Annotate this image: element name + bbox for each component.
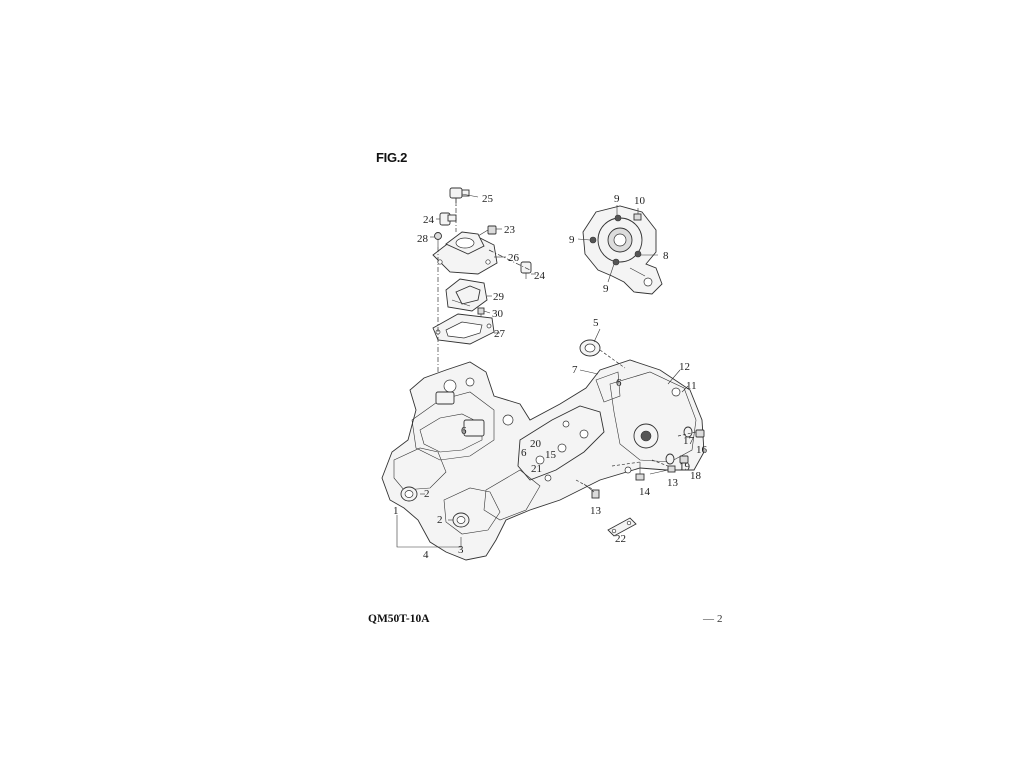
callout-19: 19 <box>679 461 691 473</box>
callout-6a: 6 <box>616 377 622 389</box>
callout-2b: 2 <box>437 514 443 526</box>
callout-7: 7 <box>572 364 578 376</box>
part-25-fitting <box>449 187 470 206</box>
callout-21: 21 <box>531 463 542 475</box>
callout-20: 20 <box>530 438 542 450</box>
callout-28: 28 <box>417 233 429 245</box>
page-number: —2 <box>703 613 723 625</box>
callout-26: 26 <box>508 252 520 264</box>
part-17-washer <box>683 426 693 438</box>
callout-29: 29 <box>493 291 505 303</box>
callout-6c: 6 <box>521 447 527 459</box>
callout-30: 30 <box>492 308 504 320</box>
model-code: QM50T-10A <box>368 613 430 625</box>
part-23-bolt <box>477 225 497 237</box>
leader-lines <box>420 193 689 521</box>
callout-12: 12 <box>679 361 690 373</box>
part-22-plate <box>607 517 637 537</box>
part-29-reed-valve <box>445 278 488 312</box>
callout-13a: 13 <box>667 477 679 489</box>
callout-9c: 9 <box>603 283 609 295</box>
callout-27: 27 <box>494 328 506 340</box>
callout-25: 25 <box>482 193 494 205</box>
part-26-intake-manifold <box>432 231 498 275</box>
intake-assembly <box>432 187 532 430</box>
callout-23: 23 <box>504 224 516 236</box>
callout-10: 10 <box>634 195 646 207</box>
callout-24a: 24 <box>423 214 435 226</box>
callout-labels: 25 24 23 28 26 24 29 30 27 9 10 9 8 9 5 … <box>393 193 708 561</box>
callout-14: 14 <box>639 486 651 498</box>
callout-18: 18 <box>690 470 702 482</box>
part-19-washer <box>665 453 675 465</box>
crankcase-left-half <box>381 359 705 561</box>
pump-cover-assembly <box>582 205 663 295</box>
callout-9b: 9 <box>569 234 575 246</box>
callout-6b: 6 <box>461 425 467 437</box>
callout-24b: 24 <box>534 270 546 282</box>
part-2-bearing-a <box>400 486 418 502</box>
part-13-bolt-b <box>583 483 600 499</box>
part-7-pin <box>579 369 599 375</box>
part-14-stud <box>635 462 645 481</box>
part-5-bearing <box>579 339 626 369</box>
part-16-bolt <box>695 429 705 438</box>
page-number-value: 2 <box>717 613 723 625</box>
page-dash: — <box>703 613 714 625</box>
part-13-bolt-a <box>667 465 676 473</box>
assembly-bracket <box>396 515 462 548</box>
callout-13b: 13 <box>590 505 602 517</box>
part-24-nipple-upper <box>439 212 457 226</box>
part-18-bolt <box>679 455 689 464</box>
callout-17: 17 <box>683 435 695 447</box>
callout-9a: 9 <box>614 193 620 205</box>
part-28-screw <box>434 232 442 247</box>
figure-title: FIG.2 <box>376 150 408 165</box>
part-2-bearing-b <box>452 512 470 528</box>
callout-16: 16 <box>696 444 708 456</box>
callout-8: 8 <box>663 250 669 262</box>
callout-15: 15 <box>545 449 557 461</box>
callout-2a: 2 <box>424 488 430 500</box>
callout-1: 1 <box>393 505 399 517</box>
callout-5: 5 <box>593 317 599 329</box>
part-27-gasket <box>432 313 495 345</box>
part-24-nipple-lower <box>520 261 532 279</box>
callout-4: 4 <box>423 549 429 561</box>
callout-3: 3 <box>458 544 464 556</box>
callout-22: 22 <box>615 533 626 545</box>
callout-11: 11 <box>686 380 697 392</box>
